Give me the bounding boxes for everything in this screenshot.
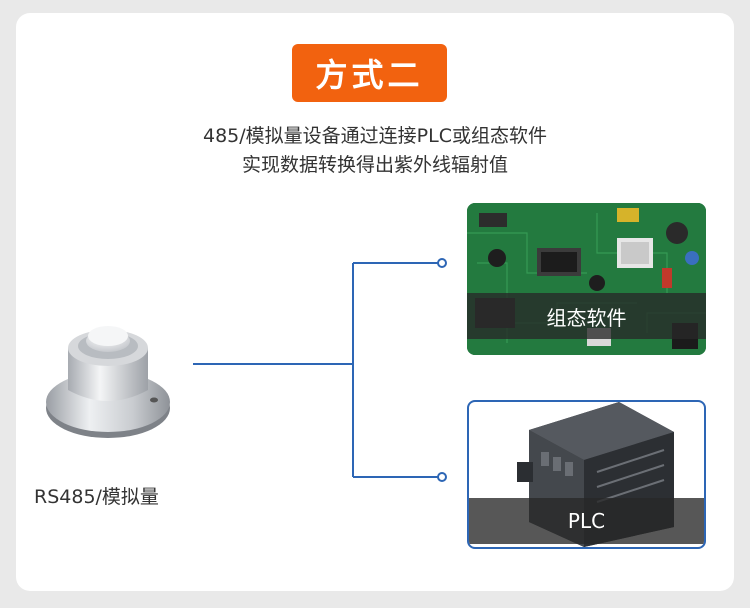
plc-image: PLC	[467, 400, 706, 549]
sensor-device-image	[42, 308, 174, 446]
description-line-2: 实现数据转换得出紫外线辐射值	[241, 154, 508, 176]
connector-dot-top	[437, 258, 447, 268]
description-line-1: 485/模拟量设备通过连接PLC或组态软件	[203, 125, 547, 147]
connector-dot-bottom	[437, 472, 447, 482]
method-badge: 方式二	[292, 44, 447, 102]
plc-caption: PLC	[469, 498, 704, 544]
config-software-image: 组态软件	[467, 203, 706, 355]
config-software-caption: 组态软件	[467, 293, 706, 339]
device-label: RS485/模拟量	[34, 486, 159, 508]
